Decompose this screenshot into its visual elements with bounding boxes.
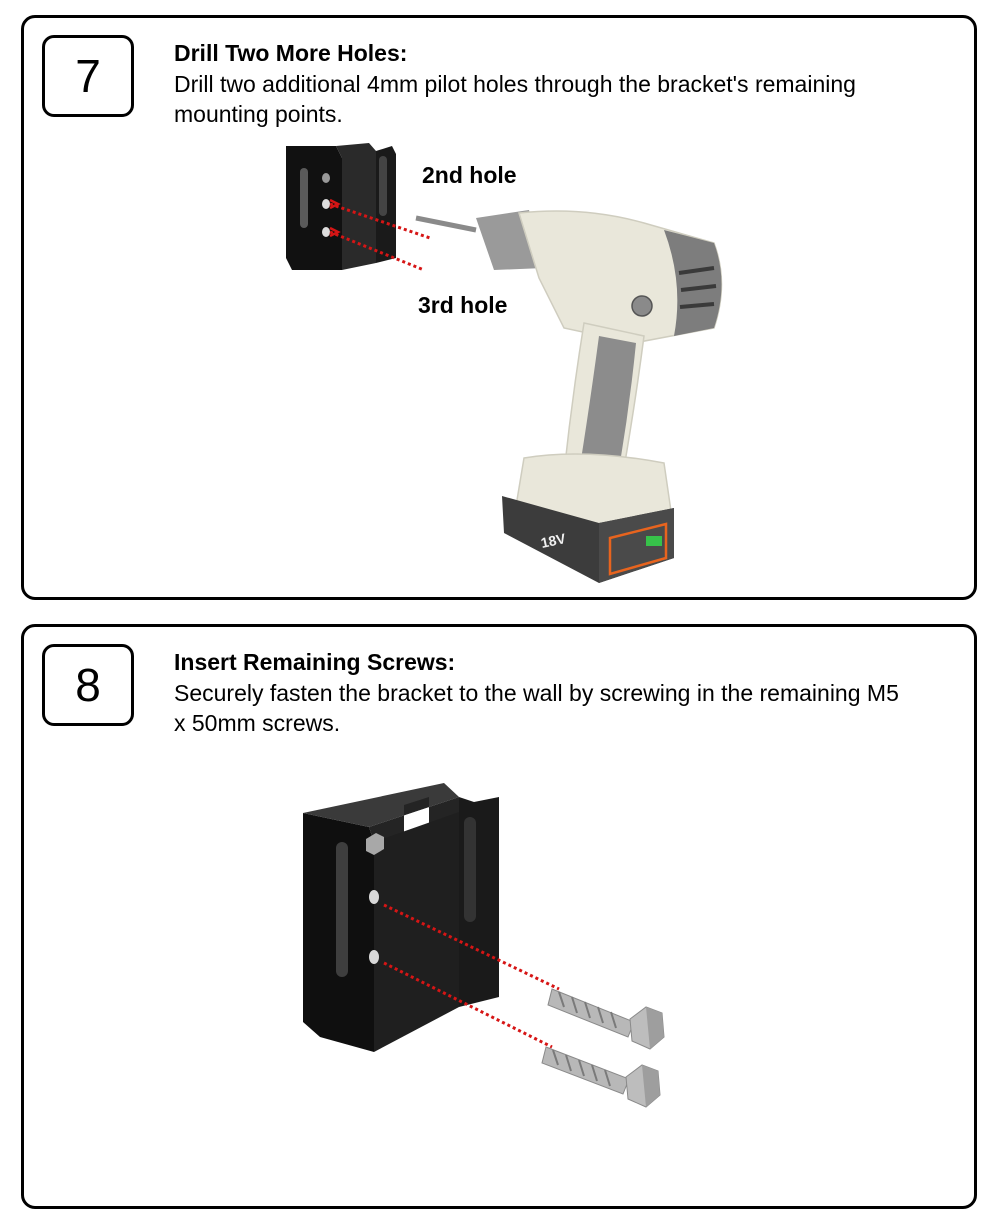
step-title: Insert Remaining Screws: bbox=[174, 649, 456, 675]
step-number: 7 bbox=[42, 35, 134, 117]
callout-2nd-hole: 2nd hole bbox=[422, 162, 517, 188]
step-description: Drill two additional 4mm pilot holes thr… bbox=[174, 71, 856, 127]
step-7-panel: 7 Drill Two More Holes: Drill two additi… bbox=[21, 15, 977, 600]
callout-3rd-hole: 3rd hole bbox=[418, 292, 508, 318]
step-title: Drill Two More Holes: bbox=[174, 40, 408, 66]
screws-illustration bbox=[303, 783, 665, 1108]
guide-lines bbox=[329, 202, 431, 272]
step-number: 8 bbox=[42, 644, 134, 726]
screw-image-upper bbox=[547, 988, 665, 1050]
step-description: Securely fasten the bracket to the wall … bbox=[174, 680, 899, 736]
drill-image: 18V bbox=[415, 210, 723, 583]
guide-lines bbox=[383, 903, 560, 1049]
step-8-panel: 8 Insert Remaining Screws: Securely fast… bbox=[21, 624, 977, 1209]
bracket-image bbox=[303, 783, 499, 1052]
bracket-image bbox=[286, 143, 396, 270]
battery-label: 18V bbox=[539, 530, 567, 551]
screw-image-lower bbox=[541, 1046, 661, 1108]
drill-illustration: 18V bbox=[286, 143, 723, 583]
